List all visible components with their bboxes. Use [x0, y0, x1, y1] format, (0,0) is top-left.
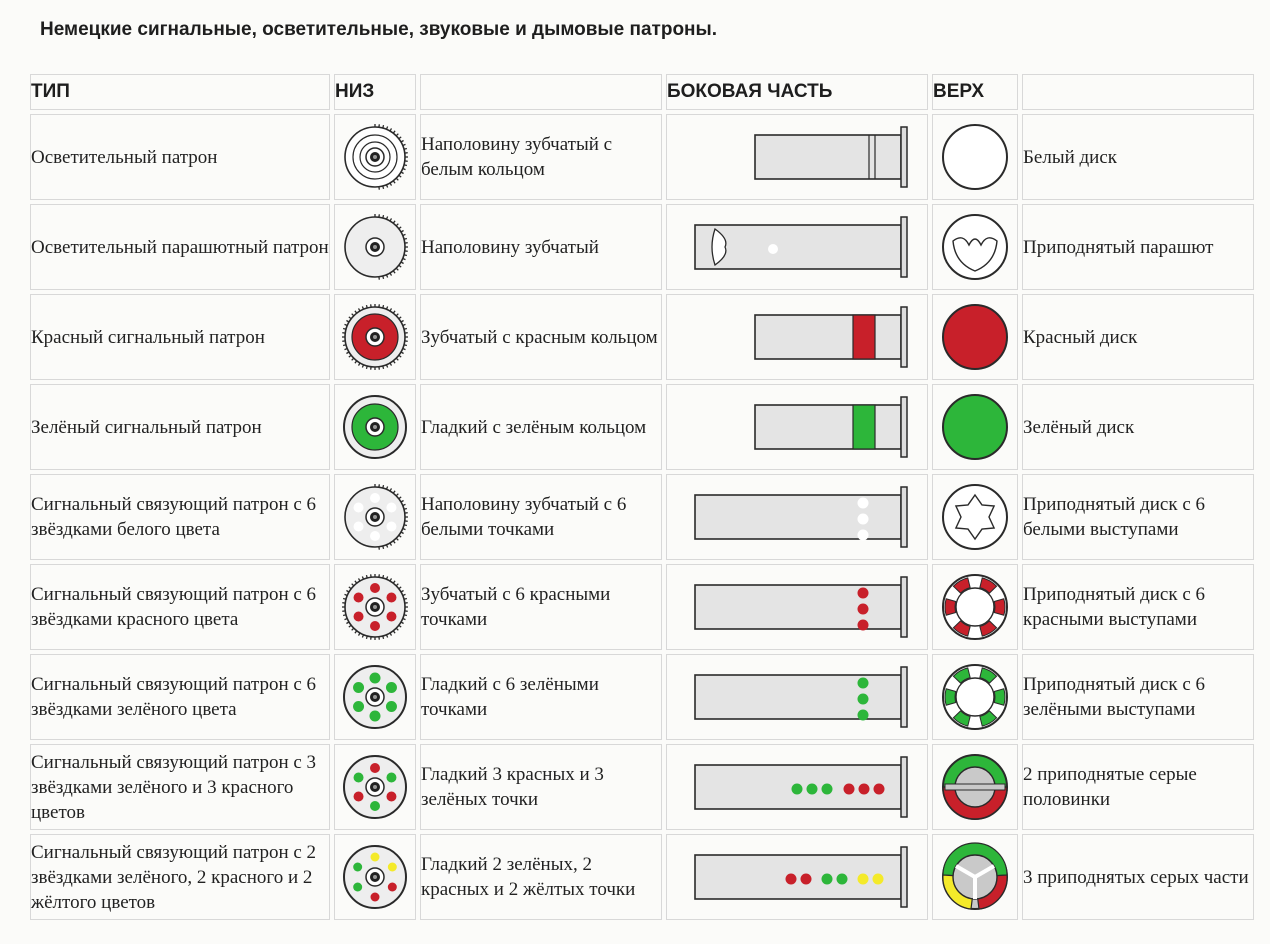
bottom-view-icon [334, 474, 416, 560]
bottom-description: Гладкий 3 красных и 3 зелёных точки [420, 744, 662, 830]
top-description: 2 приподнятые серые половинки [1022, 744, 1254, 830]
table-row: Осветительный патрон Наполовину зубчатый… [30, 114, 1254, 200]
cartridge-type: Зелёный сигнальный патрон [30, 384, 330, 470]
bottom-view-icon [334, 834, 416, 920]
cartridge-type: Сигнальный связующий патрон с 2 звёздкам… [30, 834, 330, 920]
top-view-icon [932, 294, 1018, 380]
side-view-icon [666, 744, 928, 830]
cartridge-type: Осветительный патрон [30, 114, 330, 200]
top-description: Приподнятый диск с 6 красными выступами [1022, 564, 1254, 650]
bottom-description: Гладкий 2 зелёных, 2 красных и 2 жёлтых … [420, 834, 662, 920]
bottom-description: Зубчатый с 6 красными точками [420, 564, 662, 650]
bottom-view-icon [334, 564, 416, 650]
bottom-description: Наполовину зубчатый с 6 белыми точками [420, 474, 662, 560]
table-row: Сигнальный связующий патрон с 6 звёздкам… [30, 564, 1254, 650]
page-title: Немецкие сигнальные, осветительные, звук… [40, 19, 718, 40]
bottom-description: Зубчатый с красным кольцом [420, 294, 662, 380]
cartridge-type: Сигнальный связующий патрон с 6 звёздкам… [30, 654, 330, 740]
top-view-icon [932, 114, 1018, 200]
bottom-view-icon [334, 294, 416, 380]
side-view-icon [666, 384, 928, 470]
cartridge-type: Сигнальный связующий патрон с 3 звёздкам… [30, 744, 330, 830]
table-row: Зелёный сигнальный патрон Гладкий с зелё… [30, 384, 1254, 470]
header-type: ТИП [30, 74, 330, 110]
cartridge-table: ТИП НИЗ БОКОВАЯ ЧАСТЬ ВЕРХ Осветительный… [26, 70, 1258, 924]
bottom-view-icon [334, 654, 416, 740]
top-description: Красный диск [1022, 294, 1254, 380]
cartridge-type: Осветительный парашютный патрон [30, 204, 330, 290]
top-description: Приподнятый диск с 6 белыми выступами [1022, 474, 1254, 560]
top-view-icon [932, 834, 1018, 920]
side-view-icon [666, 204, 928, 290]
bottom-view-icon [334, 744, 416, 830]
top-view-icon [932, 474, 1018, 560]
top-description: Приподнятый парашют [1022, 204, 1254, 290]
cartridge-type: Красный сигнальный патрон [30, 294, 330, 380]
side-view-icon [666, 654, 928, 740]
top-view-icon [932, 744, 1018, 830]
table-row: Сигнальный связующий патрон с 6 звёздкам… [30, 474, 1254, 560]
top-description: Приподнятый диск с 6 зелёными выступами [1022, 654, 1254, 740]
top-view-icon [932, 384, 1018, 470]
bottom-description: Гладкий с 6 зелёными точками [420, 654, 662, 740]
bottom-view-icon [334, 114, 416, 200]
cartridge-type: Сигнальный связующий патрон с 6 звёздкам… [30, 474, 330, 560]
table-row: Красный сигнальный патрон Зубчатый с кра… [30, 294, 1254, 380]
top-description: Белый диск [1022, 114, 1254, 200]
table-body: Осветительный патрон Наполовину зубчатый… [30, 114, 1254, 920]
top-view-icon [932, 204, 1018, 290]
header-side: БОКОВАЯ ЧАСТЬ [666, 74, 928, 110]
table-row: Сигнальный связующий патрон с 2 звёздкам… [30, 834, 1254, 920]
bottom-description: Наполовину зубчатый с белым кольцом [420, 114, 662, 200]
table-row: Сигнальный связующий патрон с 6 звёздкам… [30, 654, 1254, 740]
table-row: Сигнальный связующий патрон с 3 звёздкам… [30, 744, 1254, 830]
header-top: ВЕРХ [932, 74, 1018, 110]
side-view-icon [666, 564, 928, 650]
bottom-view-icon [334, 384, 416, 470]
table-row: Осветительный парашютный патрон Наполови… [30, 204, 1254, 290]
top-view-icon [932, 654, 1018, 740]
header-row: ТИП НИЗ БОКОВАЯ ЧАСТЬ ВЕРХ [30, 74, 1254, 110]
cartridge-type: Сигнальный связующий патрон с 6 звёздкам… [30, 564, 330, 650]
side-view-icon [666, 474, 928, 560]
bottom-view-icon [334, 204, 416, 290]
top-view-icon [932, 564, 1018, 650]
bottom-description: Гладкий с зелёным кольцом [420, 384, 662, 470]
top-description: Зелёный диск [1022, 384, 1254, 470]
top-description: 3 приподнятых серых части [1022, 834, 1254, 920]
side-view-icon [666, 834, 928, 920]
side-view-icon [666, 114, 928, 200]
header-bottom-desc [420, 74, 662, 110]
bottom-description: Наполовину зубчатый [420, 204, 662, 290]
header-bottom: НИЗ [334, 74, 416, 110]
side-view-icon [666, 294, 928, 380]
header-top-desc [1022, 74, 1254, 110]
